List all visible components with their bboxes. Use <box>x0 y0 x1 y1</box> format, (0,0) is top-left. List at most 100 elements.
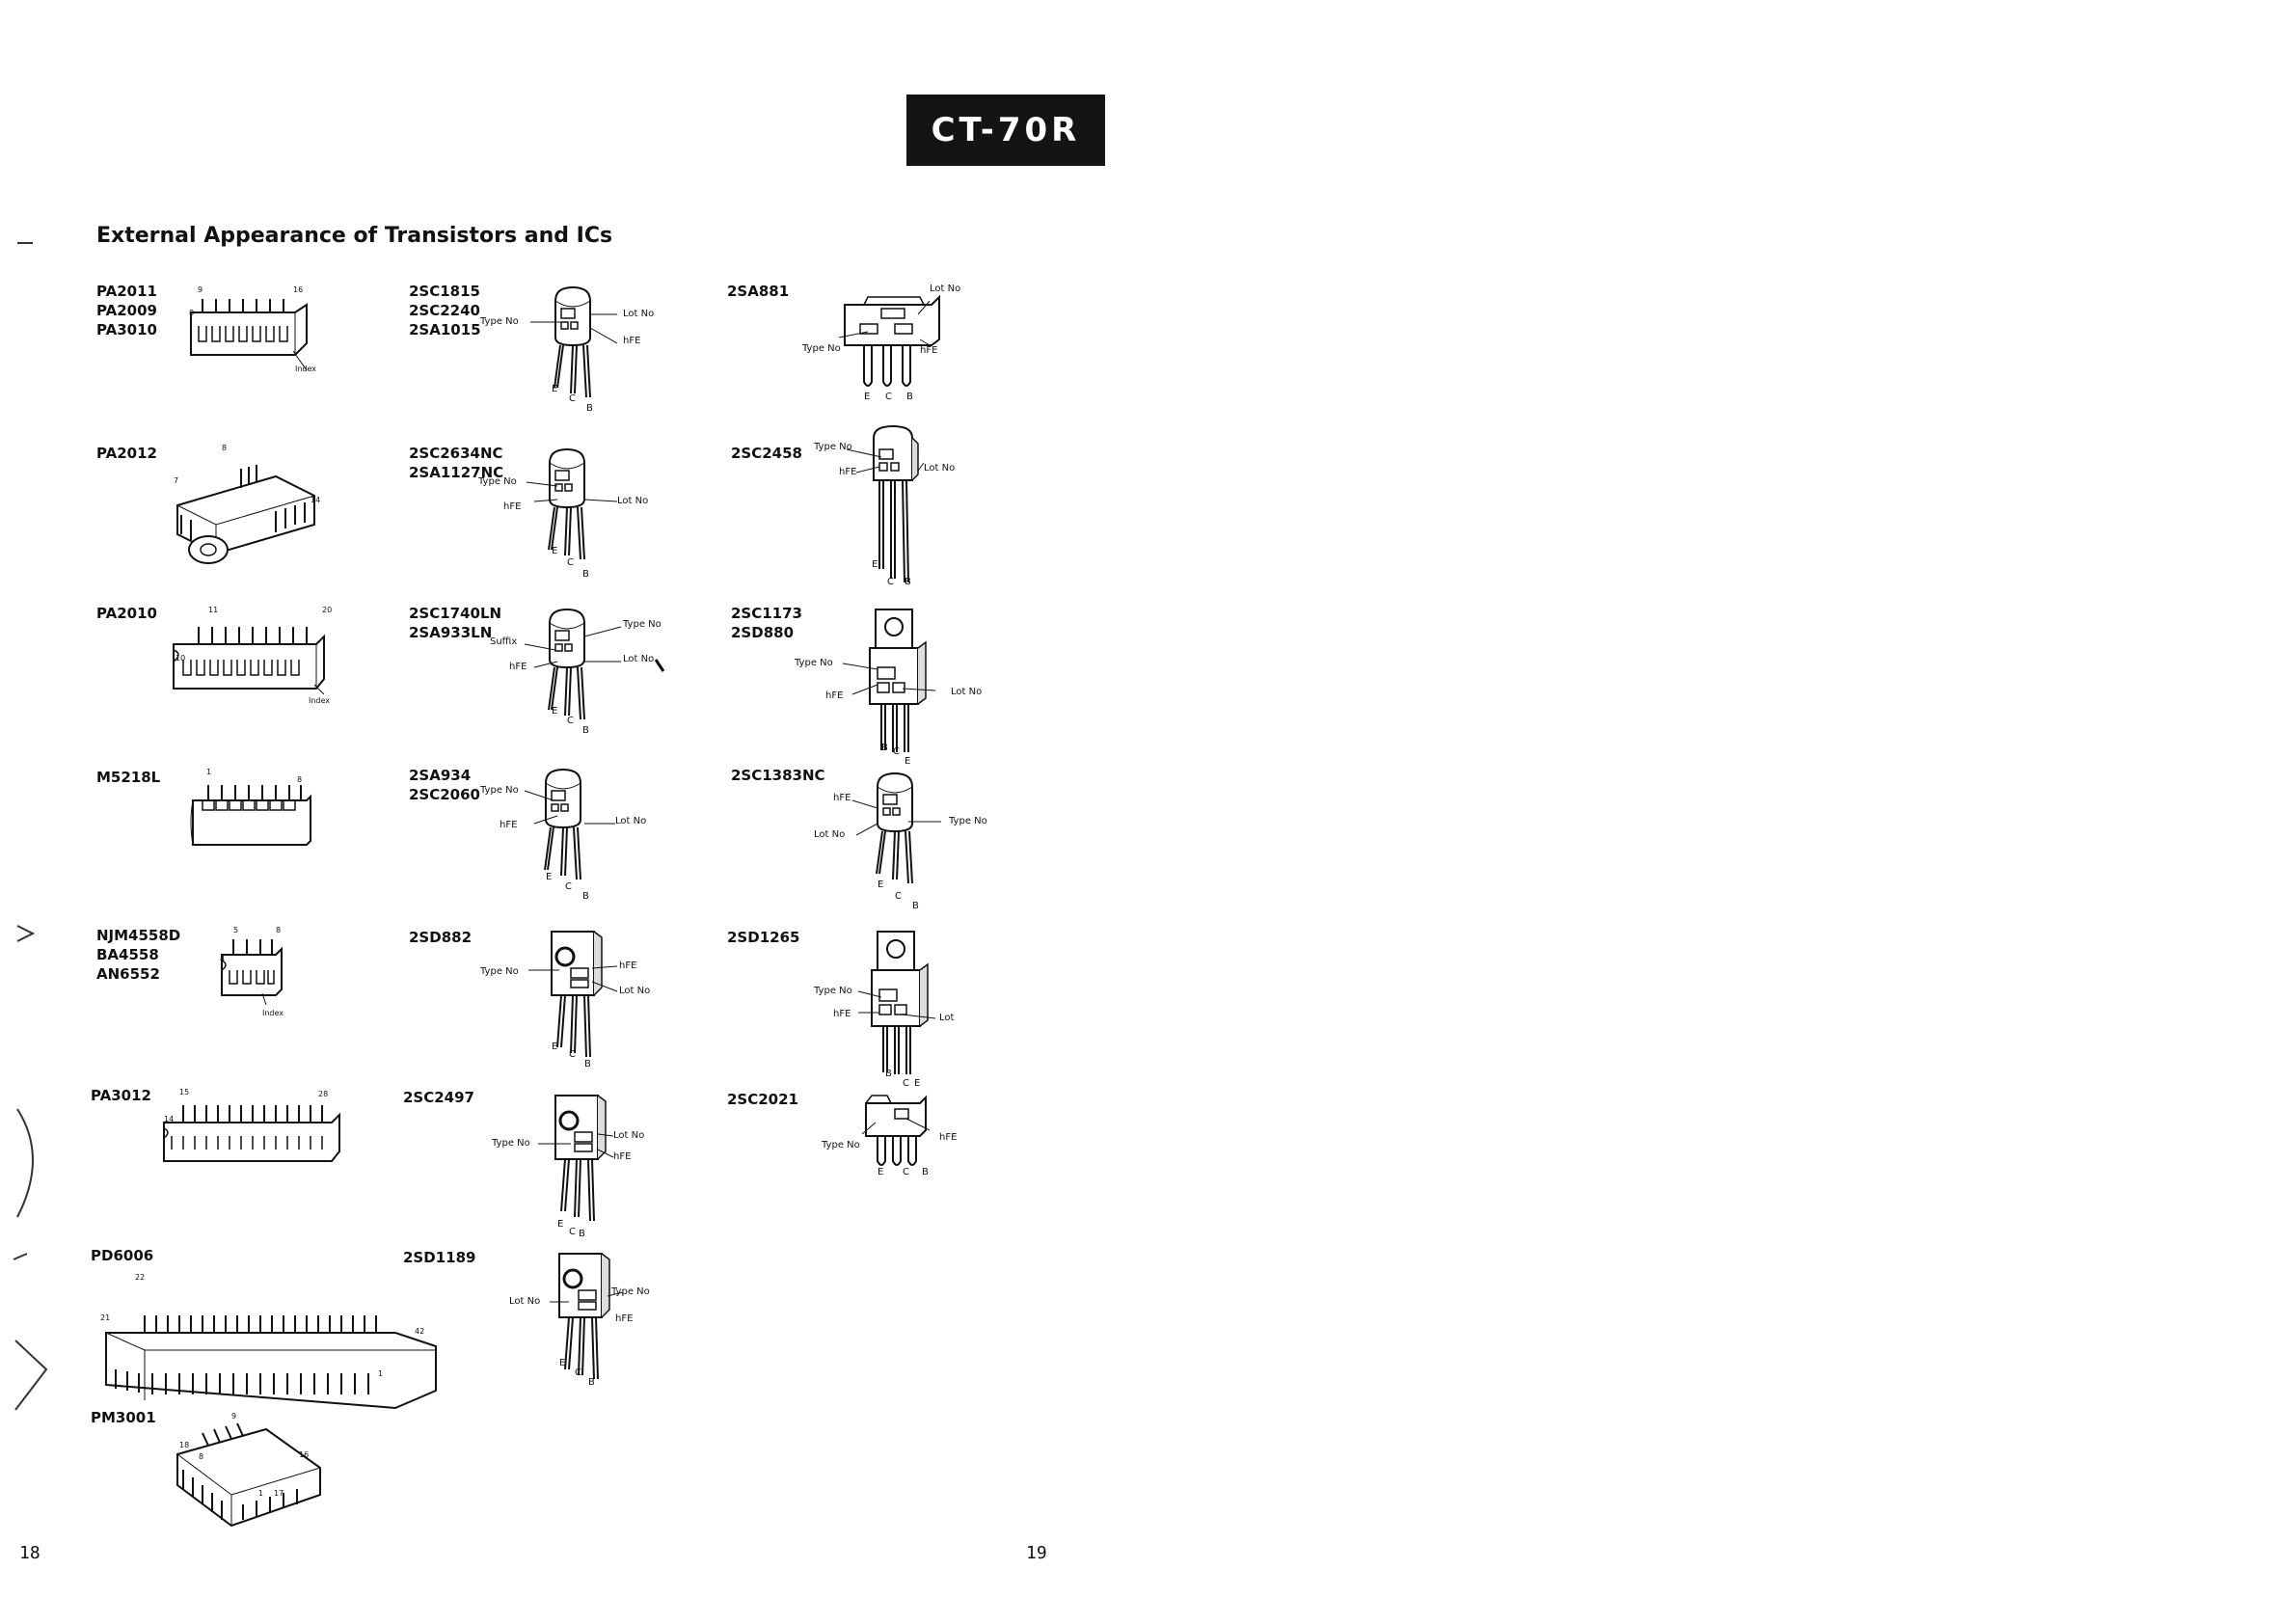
part-label-njm4558-group: NJM4558D BA4558 AN6552 <box>96 926 180 984</box>
index-label: Index <box>309 696 331 705</box>
type-no-label: Type No <box>802 343 841 354</box>
part-name: 2SA1127NC <box>409 464 504 481</box>
lead-label: E <box>557 1219 564 1230</box>
hfe-label: hFE <box>500 820 518 830</box>
pin-number: 16 <box>299 1450 310 1459</box>
hfe-label: hFE <box>839 467 857 477</box>
page-number-left: 18 <box>19 1543 41 1563</box>
part-name: M5218L <box>96 769 161 786</box>
part-label-2sc1815-group: 2SC1815 2SC2240 2SA1015 <box>409 282 481 339</box>
lead-label: B <box>912 901 919 911</box>
pin-number: 17 <box>274 1489 284 1498</box>
part-name: PA2010 <box>96 605 157 622</box>
leader-lines <box>849 795 941 843</box>
pin-number: 1 <box>206 768 212 776</box>
ic-pa2010-figure <box>170 627 343 698</box>
part-name: 2SC2060 <box>409 786 480 803</box>
lead-label: E <box>864 392 871 402</box>
lot-no-label: Lot No <box>509 1296 541 1307</box>
lead-label: B <box>582 891 589 902</box>
ic-dip16-figure <box>189 299 314 368</box>
leader-lines <box>521 473 627 521</box>
ic-pm3001-figure <box>170 1420 334 1535</box>
leader-lines <box>550 1286 646 1325</box>
type-no-label: Type No <box>480 785 519 796</box>
part-name: 2SA933LN <box>409 624 493 641</box>
type-no-label: Type No <box>480 316 519 327</box>
type-no-label: Type No <box>492 1138 530 1149</box>
lead-label: E <box>878 1167 884 1177</box>
leader-lines <box>849 1107 955 1146</box>
suffix-label: Suffix <box>490 636 518 647</box>
part-label-pm3001: PM3001 <box>91 1408 156 1427</box>
part-name: PA2011 <box>96 283 157 300</box>
pin-number: 16 <box>293 285 304 294</box>
part-name: 2SA1015 <box>409 321 481 338</box>
scan-edge-marks <box>13 242 48 1411</box>
part-name: 2SC2240 <box>409 302 480 319</box>
hfe-label: hFE <box>619 961 637 971</box>
part-name: PM3001 <box>91 1409 156 1426</box>
part-name: 2SC1383NC <box>731 767 825 784</box>
lead-label: B <box>586 403 593 414</box>
pin-number: 42 <box>415 1327 425 1336</box>
lead-label: C <box>885 392 892 402</box>
pin-number: 8 <box>199 1452 204 1461</box>
part-name: AN6552 <box>96 965 160 983</box>
lead-label: B <box>582 725 589 736</box>
part-name: 2SD1189 <box>403 1249 476 1266</box>
hfe-label: hFE <box>503 501 522 512</box>
lot-no-label: Lot No <box>623 309 655 319</box>
leader-lines <box>521 787 615 835</box>
pin-number: 20 <box>322 606 333 614</box>
lead-label: E <box>552 1042 558 1052</box>
leader-lines <box>528 957 636 1005</box>
part-label-2sd1189: 2SD1189 <box>403 1248 475 1267</box>
lot-no-label: Lot No <box>619 986 651 996</box>
lead-label: C <box>569 393 576 404</box>
lead-label: C <box>887 577 894 587</box>
pin-number: 5 <box>233 926 239 934</box>
pin-number: 14 <box>164 1115 175 1123</box>
pin-number: 9 <box>198 285 203 294</box>
pin-number: 15 <box>179 1088 190 1096</box>
type-no-label: Type No <box>480 966 519 977</box>
lead-label: C <box>903 1167 909 1177</box>
type-no-label: Type No <box>814 442 852 452</box>
part-label-pa2011-group: PA2011 PA2009 PA3010 <box>96 282 157 339</box>
lead-label: C <box>567 716 574 726</box>
part-name: 2SD882 <box>409 929 473 946</box>
pin-number: 8 <box>189 309 195 317</box>
leader-lines <box>521 617 665 675</box>
hfe-label: hFE <box>509 662 527 672</box>
page-number-right: 19 <box>1026 1543 1047 1563</box>
lead-label: C <box>569 1049 576 1060</box>
leader-lines <box>530 289 627 347</box>
leader-lines <box>839 444 935 482</box>
lead-label: B <box>582 569 589 580</box>
lot-no-label: Lot No <box>814 829 846 840</box>
to126-side-figure <box>839 289 945 405</box>
part-label-2sc1740ln-group: 2SC1740LN 2SA933LN <box>409 604 501 642</box>
lead-label: C <box>565 881 572 892</box>
pin-number: 8 <box>222 444 228 452</box>
pin-number: 11 <box>208 606 219 614</box>
part-name: 2SC2634NC <box>409 445 503 462</box>
part-name: NJM4558D <box>96 927 181 944</box>
leader-lines <box>839 984 955 1032</box>
ic-m5218l-figure <box>189 785 324 851</box>
pin-number: 10 <box>176 654 186 663</box>
to126-side-figure <box>862 1090 939 1186</box>
lead-label: C <box>569 1227 576 1237</box>
pin-number: 28 <box>318 1090 329 1098</box>
part-name: 2SD1265 <box>727 929 800 946</box>
lot-no-label: Lot No <box>617 496 649 506</box>
part-label-2sd1265: 2SD1265 <box>727 928 799 947</box>
hfe-label: hFE <box>615 1313 634 1324</box>
lead-label: B <box>584 1059 591 1069</box>
part-name: PA2009 <box>96 302 157 319</box>
leader-lines <box>829 293 964 351</box>
part-label-2sc2634nc-group: 2SC2634NC 2SA1127NC <box>409 444 503 482</box>
lead-label: C <box>567 557 574 568</box>
lead-label: B <box>885 1069 892 1079</box>
